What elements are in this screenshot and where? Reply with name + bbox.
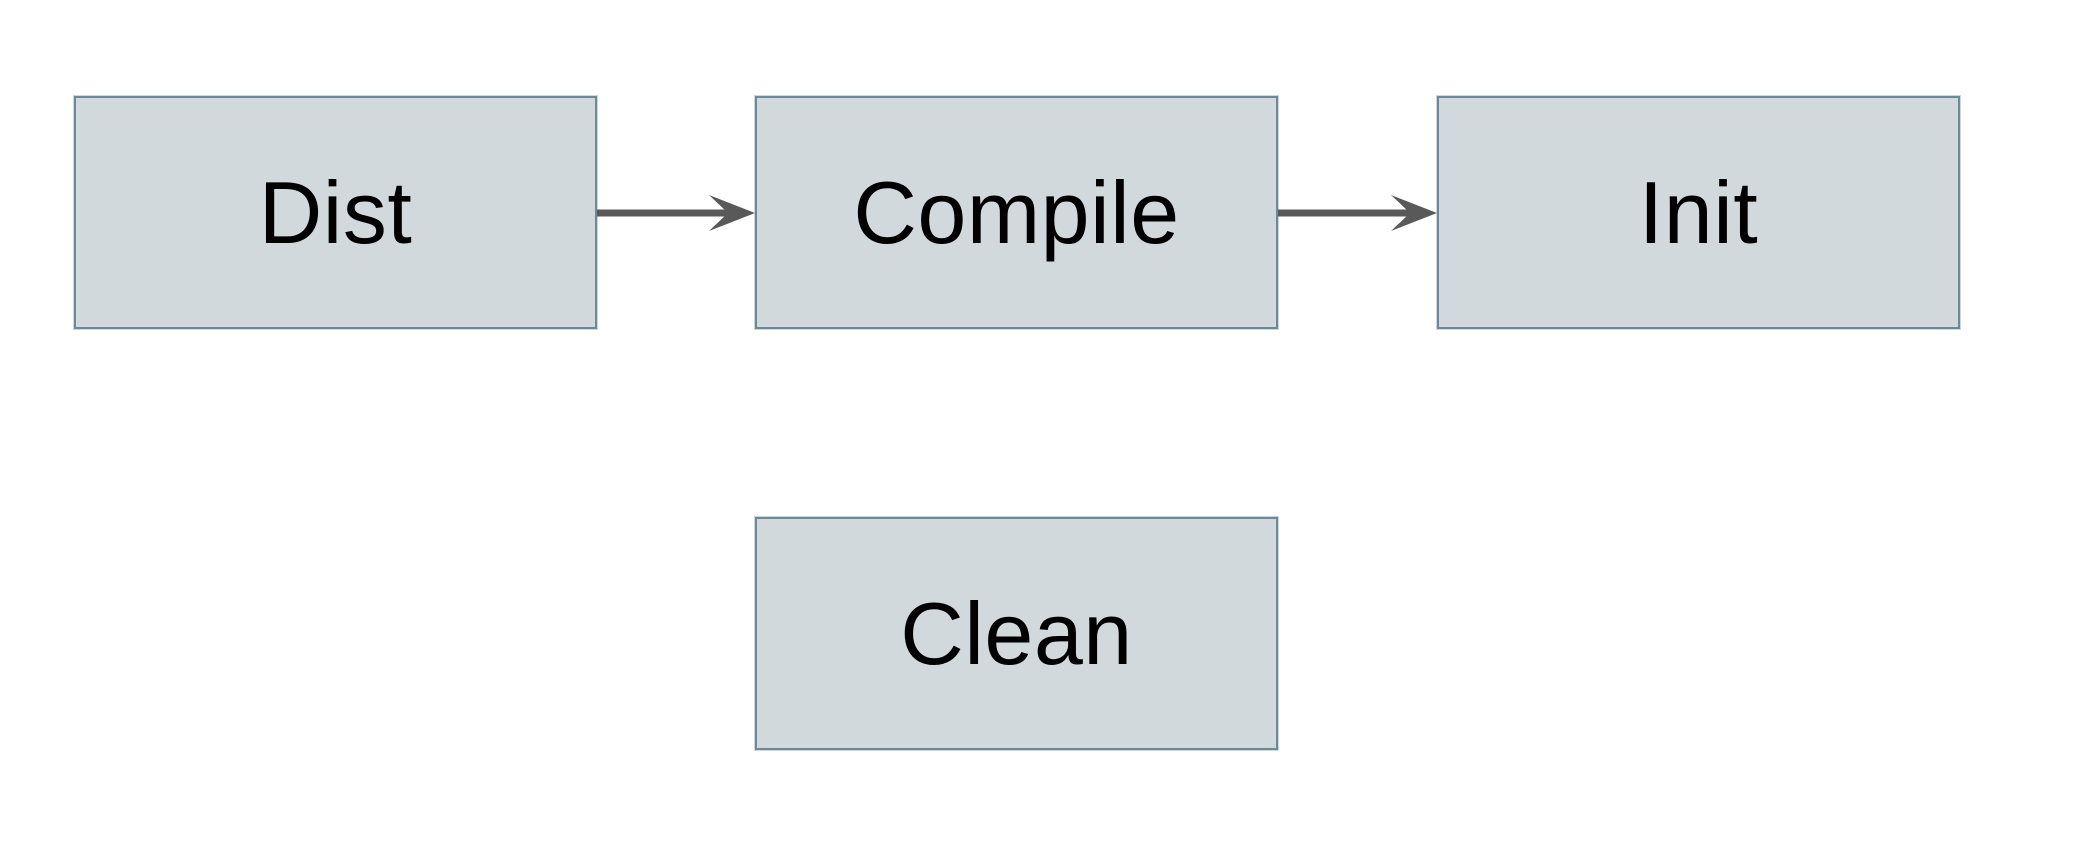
node-init: Init	[1437, 96, 1960, 329]
arrow-dist-to-compile-icon	[597, 195, 755, 231]
node-compile: Compile	[755, 96, 1278, 329]
arrow-compile-to-init-icon	[1278, 195, 1437, 231]
node-clean: Clean	[755, 517, 1278, 750]
node-init-label: Init	[1638, 162, 1759, 262]
node-clean-label: Clean	[900, 583, 1133, 683]
node-dist: Dist	[74, 96, 597, 329]
node-compile-label: Compile	[853, 162, 1180, 262]
node-dist-label: Dist	[258, 162, 413, 262]
